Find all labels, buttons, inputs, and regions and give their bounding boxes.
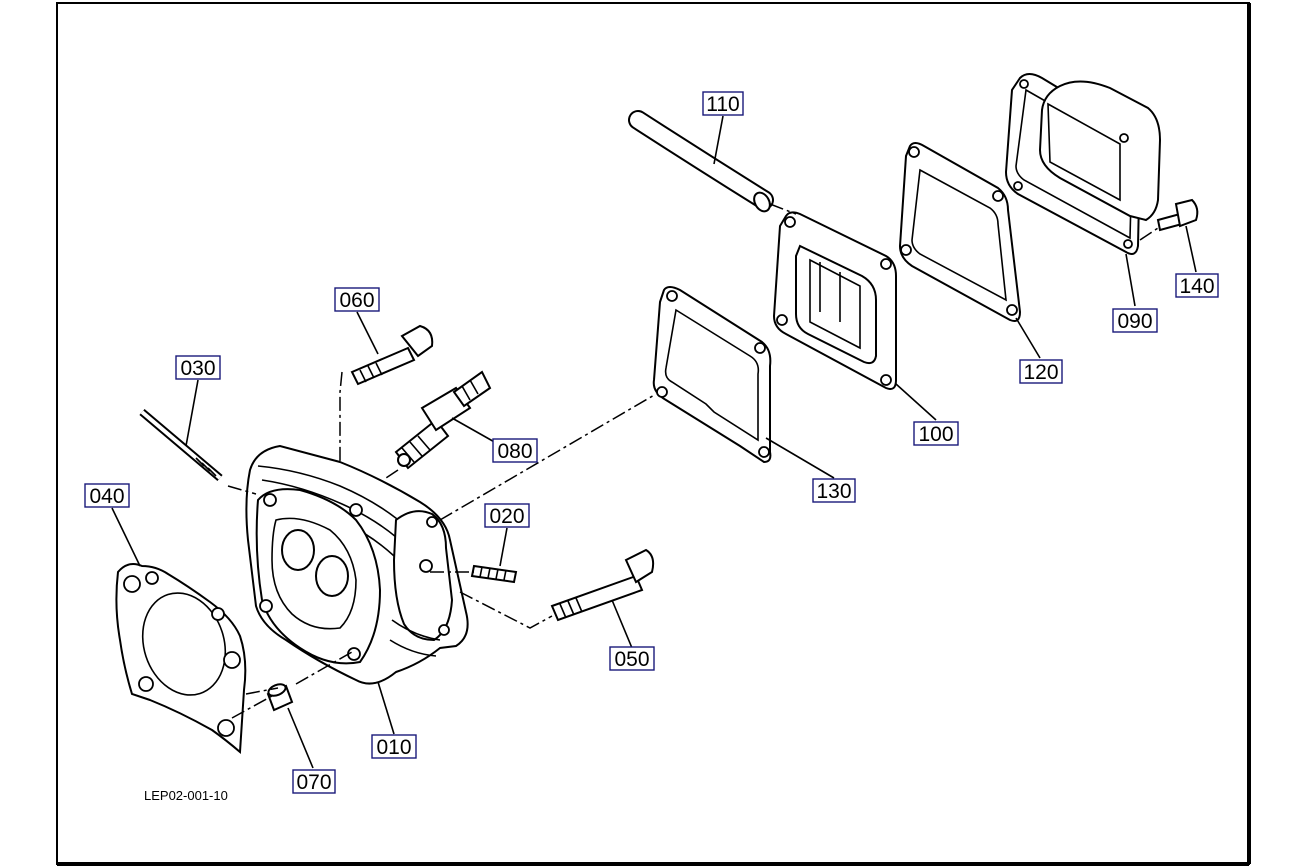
cover-gasket-drawing xyxy=(898,142,1022,322)
label-120: 120 xyxy=(1019,359,1063,384)
long-bolt-drawing xyxy=(550,548,655,622)
label-070: 070 xyxy=(292,769,336,794)
dowel-pin-drawing xyxy=(266,683,294,712)
svg-text:080: 080 xyxy=(497,440,532,463)
label-090: 090 xyxy=(1112,308,1158,333)
svg-text:090: 090 xyxy=(1117,310,1152,333)
svg-text:110: 110 xyxy=(706,93,739,116)
head-gasket-drawing xyxy=(115,563,247,755)
cylinder-head-drawing xyxy=(245,444,469,685)
rocker-cover-drawing xyxy=(1004,73,1162,255)
rocker-gasket-drawing xyxy=(652,286,772,464)
label-020: 020 xyxy=(484,503,530,528)
short-bolt-drawing xyxy=(350,324,434,386)
svg-text:140: 140 xyxy=(1179,275,1214,298)
label-010: 010 xyxy=(371,734,417,759)
svg-text:100: 100 xyxy=(918,423,953,446)
long-stud-drawing xyxy=(139,408,223,482)
short-stud-drawing xyxy=(470,564,518,584)
label-040: 040 xyxy=(84,483,130,508)
diagram-border xyxy=(56,2,1251,866)
label-110: 110 xyxy=(702,91,744,116)
label-030: 030 xyxy=(175,355,221,380)
svg-text:060: 060 xyxy=(339,289,374,312)
spark-plug-drawing xyxy=(394,370,492,470)
svg-text:130: 130 xyxy=(816,480,851,503)
svg-text:040: 040 xyxy=(89,485,124,508)
label-080: 080 xyxy=(492,438,538,463)
label-050: 050 xyxy=(609,646,655,671)
drawing-code: LEP02-001-10 xyxy=(144,788,228,803)
svg-text:050: 050 xyxy=(614,648,649,671)
breather-hose-drawing xyxy=(628,110,774,213)
svg-text:020: 020 xyxy=(489,505,524,528)
svg-text:070: 070 xyxy=(296,771,331,794)
label-130: 130 xyxy=(812,478,856,503)
svg-text:030: 030 xyxy=(180,357,215,380)
cover-bolt-drawing xyxy=(1156,198,1199,232)
label-100: 100 xyxy=(913,421,959,446)
assembly-centerlines xyxy=(227,203,1159,719)
leader-lines xyxy=(111,115,1197,769)
breather-plate-drawing xyxy=(772,211,897,390)
svg-text:120: 120 xyxy=(1023,361,1058,384)
label-140: 140 xyxy=(1175,273,1219,298)
label-060: 060 xyxy=(334,287,380,312)
svg-text:010: 010 xyxy=(376,736,411,759)
